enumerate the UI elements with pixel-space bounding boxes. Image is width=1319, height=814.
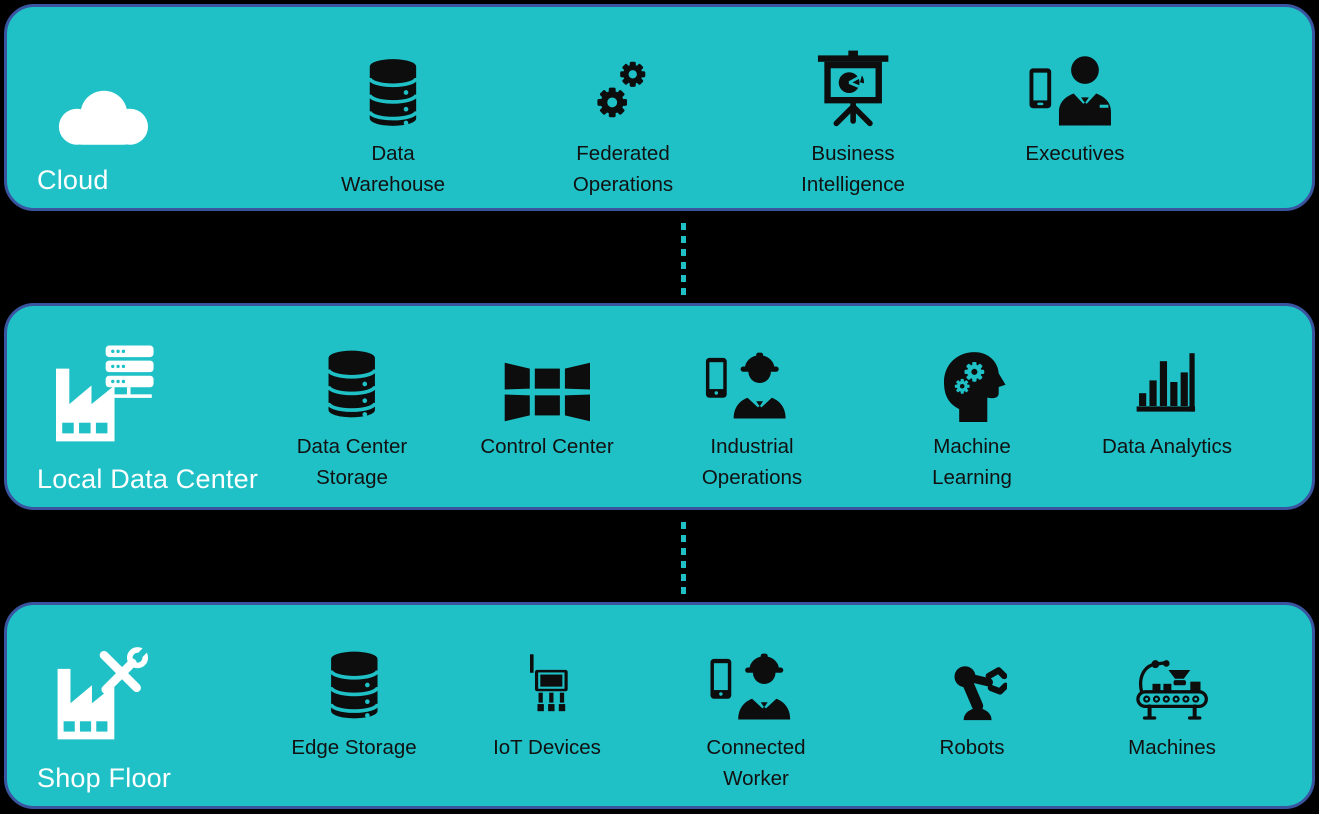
dashed-connector [681,223,686,297]
item-machines: Machines [1128,637,1216,763]
conveyor-machine-icon [1132,649,1212,723]
item-label: Control Center [480,435,614,458]
band-label-cloud: Cloud [37,165,109,195]
item-label: Executives [1025,142,1125,165]
video-wall-icon [501,362,593,422]
band-shop-floor: Shop Floor Edge Storage IoT Devices Conn… [4,602,1315,809]
band-label-local-data-center: Local Data Center [37,464,259,494]
presentation-pie-icon [813,49,893,129]
dashed-connector [681,522,686,599]
worker-phone-icon [704,344,800,422]
item-robots: Robots [937,637,1007,763]
item-label: Edge Storage [291,736,417,759]
gears-icon [585,53,661,129]
item-label: IoT Devices [493,736,601,759]
executive-phone-icon [1027,51,1123,129]
factory-servers-icon [47,342,167,444]
item-iot-devices: IoT Devices [493,637,601,763]
item-label: Data Analytics [1102,435,1232,458]
band-label-shop-floor: Shop Floor [37,763,172,793]
database-icon [364,56,422,129]
item-label: Robots [939,736,1005,759]
factory-tools-icon [49,643,165,742]
iot-device-icon [515,651,579,723]
item-executives: Executives [1025,43,1125,169]
database-icon [325,647,383,723]
bar-chart-icon [1131,350,1203,422]
item-label: Machines [1128,736,1216,759]
cloud-icon [49,79,157,151]
item-edge-storage: Edge Storage [291,637,417,763]
item-control-center: Control Center [480,336,614,462]
database-icon [323,346,381,422]
item-data-analytics: Data Analytics [1102,336,1232,462]
worker-phone-icon [708,645,804,723]
robot-arm-icon [937,657,1007,723]
head-gears-icon [937,346,1007,422]
